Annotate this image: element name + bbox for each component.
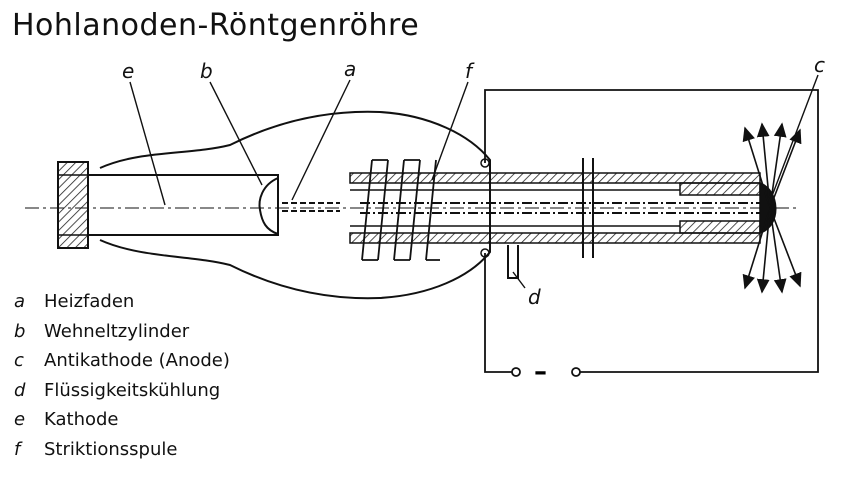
label-e: e: [122, 59, 134, 83]
flange-ring: [582, 158, 594, 258]
legend-item: b Wehneltzylinder: [14, 317, 230, 347]
legend-item: d Flüssigkeitskühlung: [14, 376, 230, 406]
external-circuit: [484, 89, 819, 377]
glass-envelope: [99, 110, 491, 300]
legend-item: c Antikathode (Anode): [14, 346, 230, 376]
legend-letter: c: [14, 350, 24, 371]
legend-text: Heizfaden: [44, 291, 135, 312]
heater-filament: [282, 202, 340, 212]
legend-letter: e: [14, 409, 26, 430]
label-b: b: [200, 59, 213, 83]
striction-coil: [361, 159, 440, 261]
legend-item: f Striktionsspule: [14, 435, 230, 465]
xray-emission-arrows: [742, 122, 802, 294]
legend-letter: b: [14, 320, 26, 342]
legend-text: Flüssigkeitskühlung: [44, 379, 221, 401]
legend-letter: d: [14, 379, 26, 401]
legend-text: Antikathode (Anode): [44, 350, 230, 371]
diagram-title: Hohlanoden-Röntgenröhre: [12, 8, 420, 43]
wehnelt-cylinder: [258, 177, 279, 235]
label-a: a: [344, 57, 356, 81]
legend-item: a Heizfaden: [14, 287, 230, 317]
cathode-cylinder: [57, 161, 279, 249]
label-f: f: [465, 59, 475, 83]
label-d: d: [528, 285, 541, 309]
legend-text: Kathode: [44, 409, 119, 430]
legend-item: e Kathode: [14, 405, 230, 435]
legend-text: Wehneltzylinder: [44, 320, 190, 342]
legend: a Heizfaden b Wehneltzylinder c Antikathode…: [14, 287, 230, 464]
legend-letter: a: [14, 291, 26, 312]
legend-letter: f: [14, 438, 21, 460]
leader-lines: [129, 74, 819, 289]
label-c: c: [814, 53, 825, 77]
legend-text: Striktionsspule: [44, 438, 178, 460]
cooling-inlet: [507, 245, 519, 279]
circuit-symbol: –: [534, 357, 547, 387]
